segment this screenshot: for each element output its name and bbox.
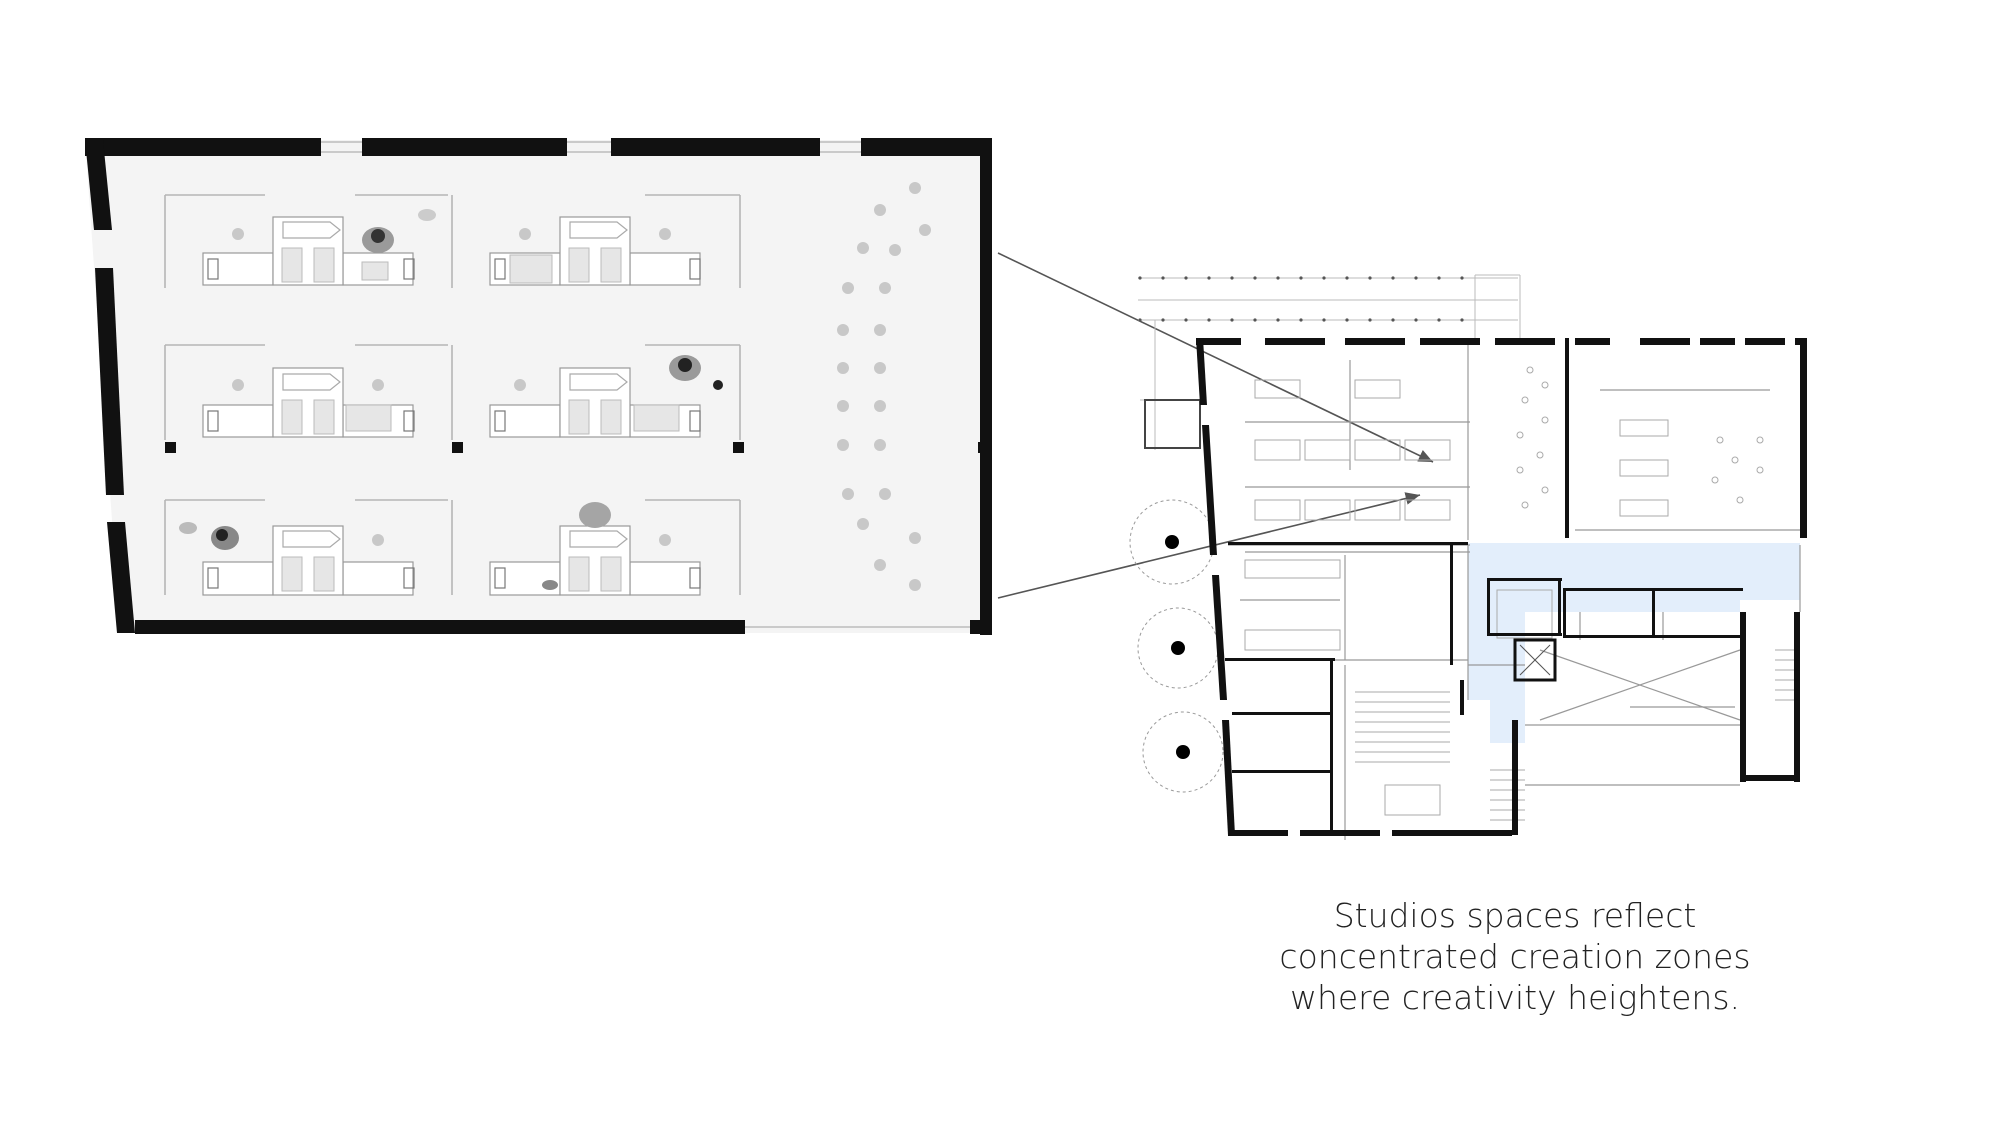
pergola (1138, 274, 1521, 450)
circulation-zone (1468, 543, 1800, 743)
caption-line-2: concentrated creation zones (1279, 937, 1751, 976)
lecture-seats (1355, 649, 1800, 821)
overall-floor-plan (1129, 274, 1807, 840)
caption-line-1: Studios spaces reflect (1333, 896, 1697, 935)
plan-walls (1196, 338, 1807, 836)
studio-detail (85, 138, 992, 635)
people-figures (179, 209, 723, 590)
detail-walls (85, 138, 992, 635)
detail-partitions (164, 194, 741, 595)
pergola-posts (1138, 276, 1464, 322)
plan-chairs (1516, 366, 1764, 509)
plan-desks (1244, 379, 1669, 816)
caption-line-3: where creativity heightens. (1289, 978, 1741, 1017)
diagram-caption: Studios spaces reflect concentrated crea… (1215, 895, 1815, 1018)
studio-detail-floor (85, 140, 990, 633)
